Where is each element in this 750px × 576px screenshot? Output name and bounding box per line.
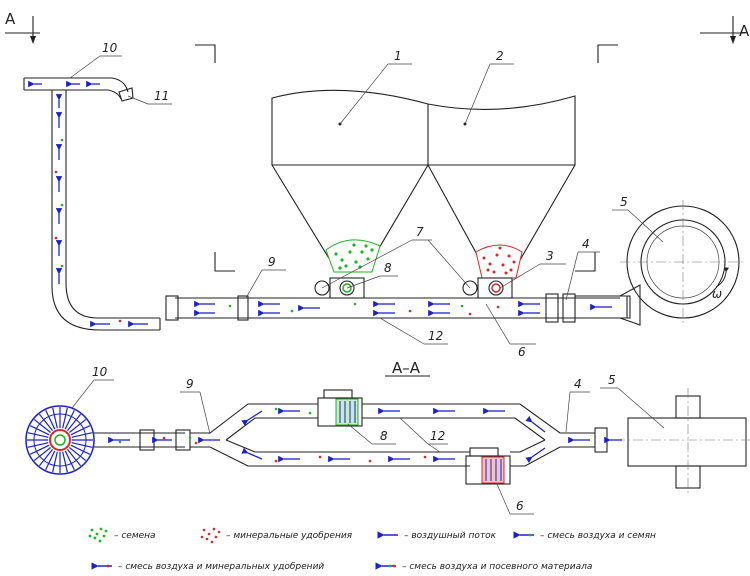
callout-7: 7 — [321, 225, 471, 289]
seed-pile — [325, 239, 381, 273]
head-spoke — [71, 432, 93, 438]
fertilizer-pile — [475, 244, 523, 279]
callout-2: 2 — [464, 49, 514, 125]
callout-1: 1 — [339, 49, 412, 125]
callout-6: 6 6 — [485, 303, 536, 515]
metering-section-seed — [317, 389, 363, 427]
legend-text-air-seed: – смесь воздуха и семян — [540, 531, 656, 541]
callout-label-4: 4 — [582, 237, 590, 251]
callout-label-9: 9 — [268, 255, 276, 269]
metering-section-fertilizer — [465, 447, 511, 485]
legend-item-seed: – семена — [88, 527, 156, 543]
head-spoke — [69, 447, 87, 462]
section-title-text: А–А — [392, 359, 421, 377]
section-flow — [108, 407, 622, 464]
callout-label-12: 12 — [428, 329, 443, 343]
callout-label-6: 6 — [518, 345, 526, 359]
head-spoke — [70, 444, 90, 455]
legend-text-air-seed-material: – смесь воздуха и посевного материала — [402, 562, 592, 572]
head-spoke — [33, 418, 51, 433]
head-spoke — [45, 410, 56, 430]
section-title: А–А — [385, 359, 430, 377]
head-spoke — [64, 410, 75, 430]
callout-8: 8 8 — [346, 261, 398, 445]
head-spoke — [33, 447, 51, 462]
section-letter-left: A — [5, 10, 16, 28]
legend-item-air-seed-material: – смесь воздуха и посевного материала — [375, 562, 592, 572]
head-spoke — [52, 451, 58, 473]
callout-label-4b: 4 — [574, 377, 582, 391]
head-spoke — [62, 407, 68, 429]
callout-label-7: 7 — [416, 225, 424, 239]
head-spoke — [38, 449, 53, 467]
head-spoke — [64, 450, 75, 470]
callout-label-9b: 9 — [186, 377, 194, 391]
head-spoke — [67, 449, 82, 467]
callout-label-2: 2 — [496, 49, 504, 63]
section-mark-right: A — [700, 16, 750, 44]
cutting-plane-marks — [195, 44, 618, 272]
legend-item-air-seed: – смесь воздуха и семян — [513, 531, 656, 541]
horizontal-duct-flow — [194, 300, 612, 317]
section-mark-left: A — [5, 10, 40, 44]
head-spoke — [38, 413, 53, 431]
outlet-head — [23, 77, 134, 102]
callout-label-5: 5 — [620, 195, 628, 209]
callout-3: 3 — [499, 249, 566, 289]
head-spoke — [71, 442, 93, 448]
fan: ω — [620, 200, 745, 325]
callout-label-8: 8 — [384, 261, 392, 275]
callout-9: 9 9 — [180, 255, 286, 435]
callouts: 1 2 3 4 4 5 5 6 6 — [69, 41, 665, 515]
hopper-2 — [427, 95, 576, 261]
callout-label-5b: 5 — [608, 373, 616, 387]
legend-text-seed: – семена — [114, 531, 156, 541]
callout-12: 12 12 — [379, 317, 448, 453]
head-spoke — [52, 407, 58, 429]
legend-text-air: – воздушный поток — [404, 531, 497, 541]
head-spoke — [67, 413, 82, 431]
head-spoke — [62, 451, 68, 473]
head-spoke — [45, 450, 56, 470]
section-particles — [118, 407, 427, 463]
head-spoke — [30, 444, 50, 455]
head-spoke — [27, 432, 49, 438]
legend-item-air: – воздушный поток — [377, 531, 497, 541]
metering-unit-fertilizer — [462, 277, 513, 299]
legend: – семена – минеральные удобрения – возду… — [88, 527, 656, 572]
legend-text-air-fertilizer: – смесь воздуха и минеральных удобрений — [118, 562, 324, 572]
section-letter-right: A — [739, 22, 750, 40]
hopper-1 — [271, 89, 429, 261]
legend-text-fertilizer: – минеральные удобрения — [226, 531, 353, 541]
callout-5: 5 5 — [600, 195, 665, 429]
head-spoke — [70, 425, 90, 436]
callout-label-10b: 10 — [92, 365, 108, 379]
section-duct — [94, 403, 608, 467]
vertical-duct-particles — [54, 138, 122, 323]
legend-item-fertilizer: – минеральные удобрения — [200, 527, 353, 544]
callout-11: 11 — [127, 89, 172, 105]
callout-label-3: 3 — [546, 249, 554, 263]
svg-text:ω: ω — [712, 287, 722, 301]
fan-section — [615, 388, 750, 495]
vertical-duct-flow — [55, 94, 148, 328]
callout-4: 4 4 — [565, 237, 600, 433]
callout-label-6b: 6 — [516, 499, 524, 513]
callout-label-8b: 8 — [380, 429, 388, 443]
callout-label-10: 10 — [102, 41, 118, 55]
head-spoke — [30, 425, 50, 436]
callout-label-11: 11 — [154, 89, 169, 103]
distribution-head — [25, 405, 95, 475]
callout-label-1: 1 — [394, 49, 402, 63]
horizontal-duct-particles — [228, 302, 500, 316]
callout-10: 10 10 — [69, 41, 122, 409]
head-spoke — [27, 442, 49, 448]
callout-label-12b: 12 — [430, 429, 445, 443]
main-air-duct — [51, 90, 641, 331]
legend-item-air-fertilizer: – смесь воздуха и минеральных удобрений — [91, 562, 324, 572]
head-spoke — [69, 418, 87, 433]
